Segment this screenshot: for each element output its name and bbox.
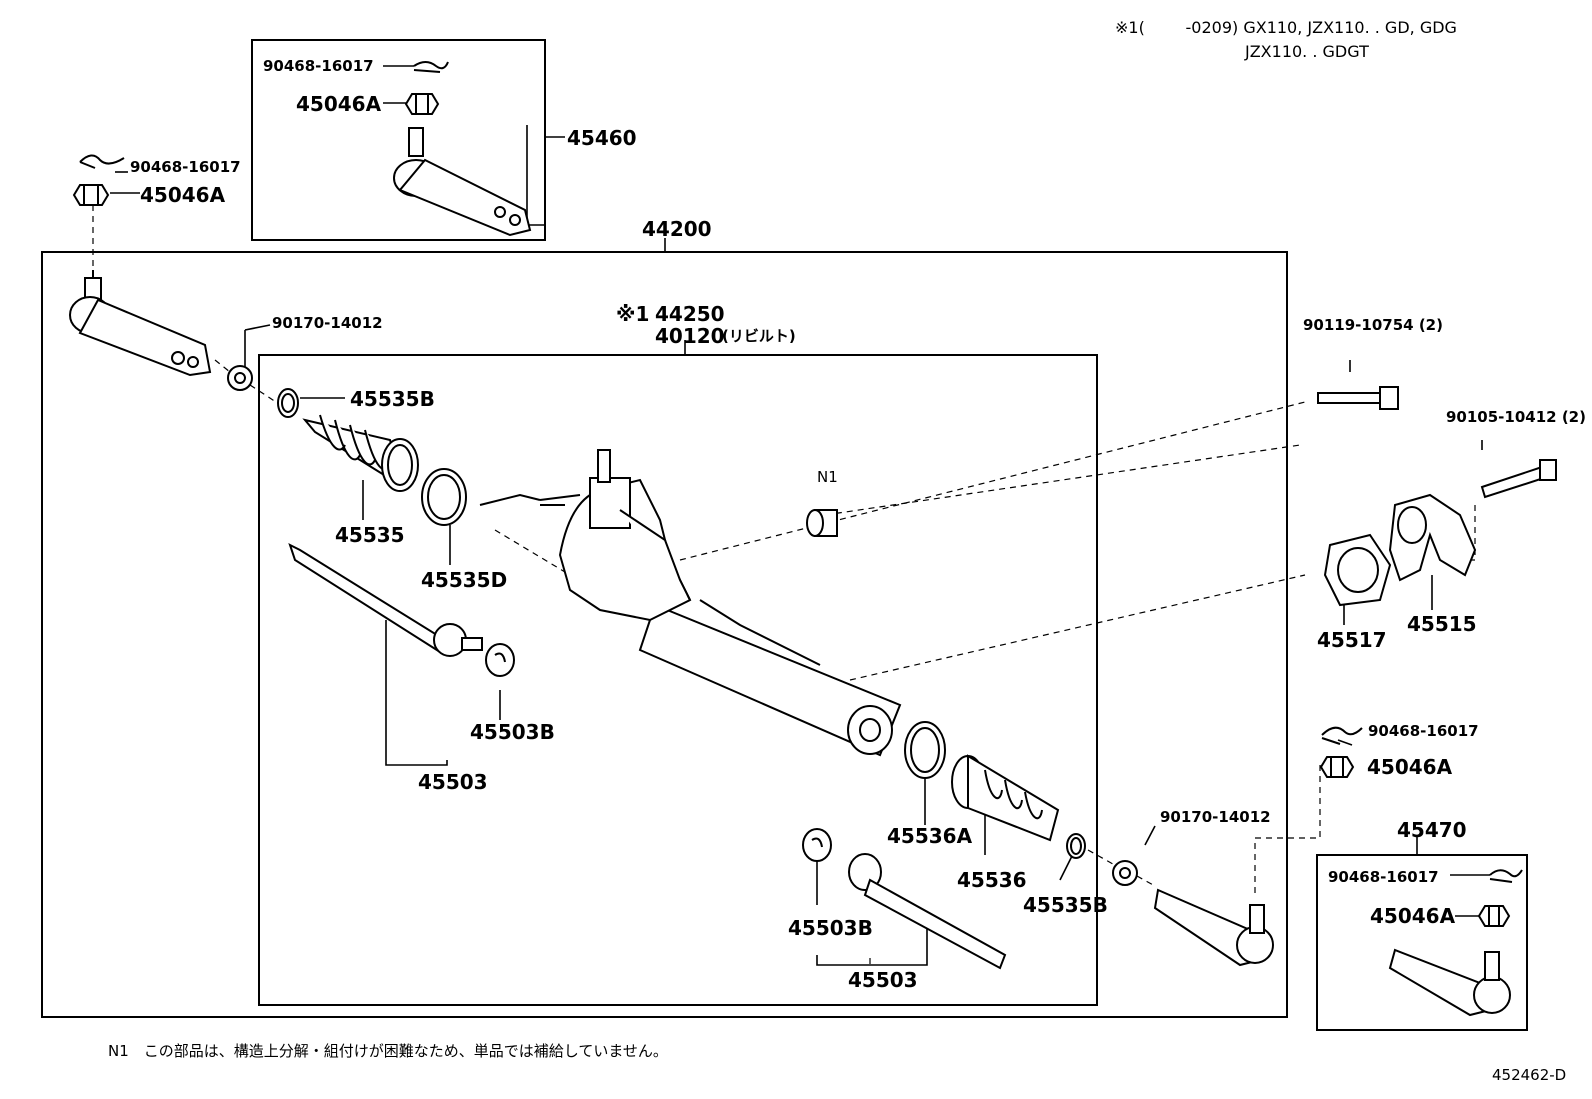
label-cotter-pin-left: 90468-16017 [130, 158, 241, 176]
clamp-right-45536A [904, 721, 946, 779]
label-clamp-left: 45535B [350, 387, 435, 411]
label-bolt-top-right: 90119-10754 (2) [1303, 316, 1443, 334]
label-45460: 45460 [567, 126, 637, 150]
label-cotter-pin-right: 90468-16017 [1368, 722, 1479, 740]
assembly-44250-frame [258, 354, 1098, 1006]
label-note-marker: ※1 [616, 302, 650, 326]
lock-nut-left [227, 365, 253, 391]
label-cotter-pin-box-bottom: 90468-16017 [1328, 868, 1439, 886]
cotter-pin-left [79, 154, 125, 169]
label-rack-end-left: 45503 [418, 770, 488, 794]
claw-washer-left [485, 643, 515, 677]
label-nut-right: 45046A [1367, 755, 1453, 779]
tie-rod-end-box-bottom-part [1388, 948, 1511, 1017]
footer-n1-note: N1 この部品は、構造上分解・組付けが困難なため、単品では補給していません。 [108, 1042, 668, 1060]
applicability-line-1: ※1( -0209) GX110, JZX110. . GD, GDG [1115, 18, 1457, 37]
label-rack-end-right: 45503 [848, 968, 918, 992]
rack-end-left [288, 543, 483, 657]
label-bracket: 45515 [1407, 612, 1477, 636]
label-lock-nut-right: 90170-14012 [1160, 808, 1271, 826]
cotter-pin-box-top [413, 61, 449, 73]
label-clip-left: 45535D [421, 568, 508, 592]
label-boot-left: 45535 [335, 523, 405, 547]
clamp-right [1066, 833, 1086, 859]
label-44250: 44250 [655, 302, 725, 326]
label-bolt-right: 90105-10412 (2) [1446, 408, 1586, 426]
label-cotter-pin-box-top: 90468-16017 [263, 57, 374, 75]
label-lock-nut-left: 90170-14012 [272, 314, 383, 332]
label-44200: 44200 [642, 217, 712, 241]
label-40120: 40120 [655, 324, 725, 348]
bolt-right [1480, 459, 1557, 499]
nut-box-top [404, 93, 440, 115]
applicability-line-2: JZX110. . GDGT [1245, 42, 1369, 61]
boot-left [302, 414, 419, 492]
label-claw-washer-left: 45503B [470, 720, 555, 744]
label-boot-right: 45536 [957, 868, 1027, 892]
boot-right [951, 754, 1060, 842]
rack-housing [479, 449, 902, 757]
nut-box-bottom [1477, 905, 1511, 927]
clip-45535D [421, 468, 467, 526]
claw-washer-right [802, 828, 832, 862]
tie-rod-end-right [1153, 888, 1274, 967]
tie-rod-end-box-top [251, 39, 546, 241]
label-rebuilt-note: (リビルト) [722, 327, 796, 345]
bracket-45515 [1388, 493, 1477, 582]
tie-rod-end-left [69, 270, 212, 377]
label-clamp-right-a: 45536A [887, 824, 973, 848]
cotter-pin-box-bottom [1489, 869, 1523, 883]
label-claw-washer-right: 45503B [788, 916, 873, 940]
tie-rod-end-box-top-part [393, 127, 532, 237]
label-clamp-right: 45535B [1023, 893, 1108, 917]
label-n1: N1 [817, 468, 838, 486]
label-nut-box-bottom: 45046A [1370, 904, 1456, 928]
lock-nut-right [1112, 860, 1138, 886]
diagram-code: 452462-D [1492, 1066, 1567, 1084]
label-nut-left: 45046A [140, 183, 226, 207]
label-45470: 45470 [1397, 818, 1467, 842]
nut-right [1319, 756, 1355, 778]
bolt-top-right [1317, 386, 1399, 410]
cotter-pin-right [1321, 726, 1363, 745]
tie-rod-end-box-bottom [1316, 854, 1528, 1031]
nut-left [72, 184, 110, 206]
clamp-left [277, 388, 299, 418]
bushing-45517 [1323, 533, 1392, 607]
n1-valve [806, 509, 838, 537]
label-nut-box-top: 45046A [296, 92, 382, 116]
label-bushing: 45517 [1317, 628, 1387, 652]
rack-end-right [848, 853, 1007, 970]
